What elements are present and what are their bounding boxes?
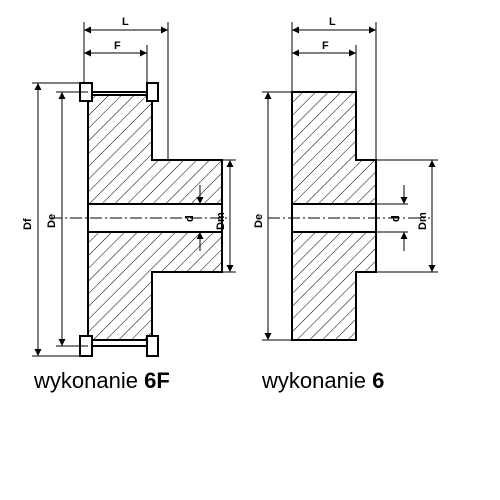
left-dim-d xyxy=(196,185,222,251)
left-dim-Df xyxy=(32,82,80,357)
left-label-L: L xyxy=(122,16,129,28)
right-label-Dm: Dm xyxy=(417,212,429,230)
left-dim-De xyxy=(56,91,88,347)
left-caption: wykonanie 6F xyxy=(33,368,170,393)
right-dim-F xyxy=(292,45,357,92)
left-body-lower xyxy=(87,231,223,341)
left-label-Df: Df xyxy=(22,218,34,230)
left-label-Dm: Dm xyxy=(215,212,227,230)
right-drawing: L F De d Dm wykonanie 6 xyxy=(253,16,438,393)
right-caption-variant: 6 xyxy=(372,368,384,393)
left-drawing: L F Df De d Dm wykonanie 6F xyxy=(22,16,236,393)
right-dim-Dm xyxy=(376,159,438,273)
right-label-F: F xyxy=(322,40,329,52)
right-dim-L xyxy=(291,22,377,160)
right-label-L: L xyxy=(329,16,336,28)
right-body-lower xyxy=(291,231,377,341)
right-body-upper xyxy=(291,91,377,205)
left-body-upper xyxy=(87,94,223,205)
right-label-De: De xyxy=(253,214,265,228)
left-dim-Dm xyxy=(222,159,236,273)
left-label-De: De xyxy=(46,214,58,228)
right-dim-d xyxy=(376,185,408,251)
right-caption: wykonanie 6 xyxy=(261,368,384,393)
left-label-d: d xyxy=(184,215,196,222)
right-caption-prefix: wykonanie xyxy=(261,368,372,393)
left-caption-prefix: wykonanie xyxy=(33,368,144,393)
left-bottom-flanges xyxy=(79,335,159,357)
left-label-F: F xyxy=(114,40,121,52)
right-dim-De xyxy=(262,91,292,341)
left-caption-variant: 6F xyxy=(144,368,170,393)
right-label-d: d xyxy=(390,215,402,222)
left-dim-F xyxy=(84,45,148,83)
